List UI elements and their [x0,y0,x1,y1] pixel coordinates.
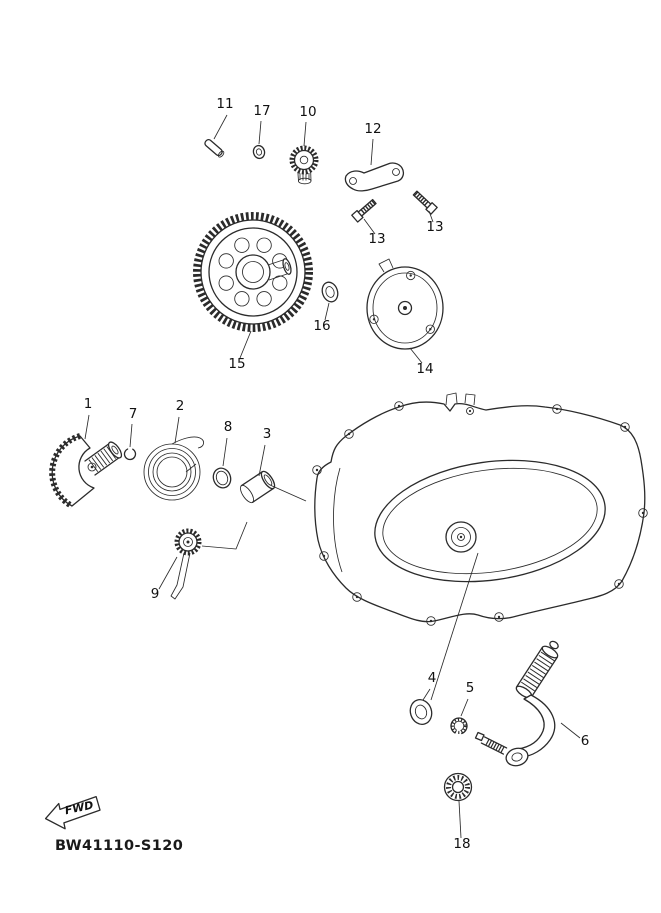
callout-leader-3 [258,444,266,477]
callout-15: 15 [228,356,245,372]
cover-notch [378,258,394,273]
fwd-arrow: FWD [44,795,101,830]
callout-6: 6 [581,733,590,749]
part-13-bolt-a [351,198,377,223]
callout-leader-13 [428,210,434,223]
callout-leader-18 [458,800,462,839]
callout-5: 5 [466,680,475,696]
part-3-spacer-collar [239,470,307,504]
cover-top-tabs [445,392,476,415]
cover-bolt-bosses [312,401,648,626]
pedal-cap-nut [549,640,559,650]
part-13-bolt-b [412,190,438,215]
callout-2: 2 [176,398,185,414]
callout-leader-8 [222,437,228,467]
part-5-circlip [450,717,468,735]
callout-13: 13 [368,231,385,247]
crank-boss [505,747,529,767]
diagram-code: BW41110-S120 [55,838,183,854]
callout-9: 9 [151,586,160,602]
callout-13: 13 [426,219,443,235]
crank-arm [517,694,556,758]
callout-10: 10 [299,104,316,120]
part-15-starter-wheel-gear [193,212,313,332]
part-11-pin [204,138,225,158]
fwd-label: FWD [64,799,95,818]
stud-head [474,731,485,742]
callout-1: 1 [84,396,93,412]
part-4-washer [409,699,433,725]
callout-leader-2 [174,416,180,444]
callout-leader-7 [129,423,133,448]
callout-leader-15 [239,330,252,359]
spring-hook [171,436,205,449]
cover-hub [445,521,477,553]
hub-assembly-line [430,552,479,701]
callout-4: 4 [428,670,437,686]
part-12-stopper-bracket [344,162,405,192]
kick-link [170,552,191,600]
part-16-washer [321,281,339,303]
callout-leader-4 [422,688,431,701]
callout-11: 11 [216,96,233,112]
part-1-kick-pawl [49,433,123,509]
part-17-washer [252,144,266,160]
collar-assembly-line [269,484,307,502]
part-6-kick-crank [474,640,559,767]
part-8-o-ring [212,467,232,489]
callout-17: 17 [253,103,270,119]
callout-leader-11 [213,114,228,140]
callout-leader-10 [303,121,307,147]
callout-14: 14 [416,361,433,377]
callout-12: 12 [364,121,381,137]
callout-7: 7 [129,406,138,422]
part-9-kick-gear [170,521,248,600]
stud-threads [484,738,505,753]
callout-leader-12 [370,138,374,166]
part-14-clutch-cover [366,258,444,350]
kick-gear-position-line [201,521,248,550]
crankcase-cover [312,392,648,701]
callout-leader-16 [324,302,330,321]
part-10-pinion-gear [289,145,319,185]
callout-3: 3 [263,426,272,442]
callout-leader-9 [158,556,178,590]
callout-leader-14 [409,347,423,364]
part-18-washer [443,772,473,802]
part-7-snap-ring [123,447,137,461]
part-2-torsion-spring [143,436,205,501]
callout-18: 18 [453,836,470,852]
callout-16: 16 [313,318,330,334]
callout-8: 8 [224,419,233,435]
callout-leader-17 [258,120,262,145]
callout-leader-6 [560,722,581,739]
callout-leader-13 [363,218,376,235]
callout-leader-5 [460,698,469,717]
pawl-boss-knurl [88,445,117,473]
callout-leader-1 [84,414,90,440]
